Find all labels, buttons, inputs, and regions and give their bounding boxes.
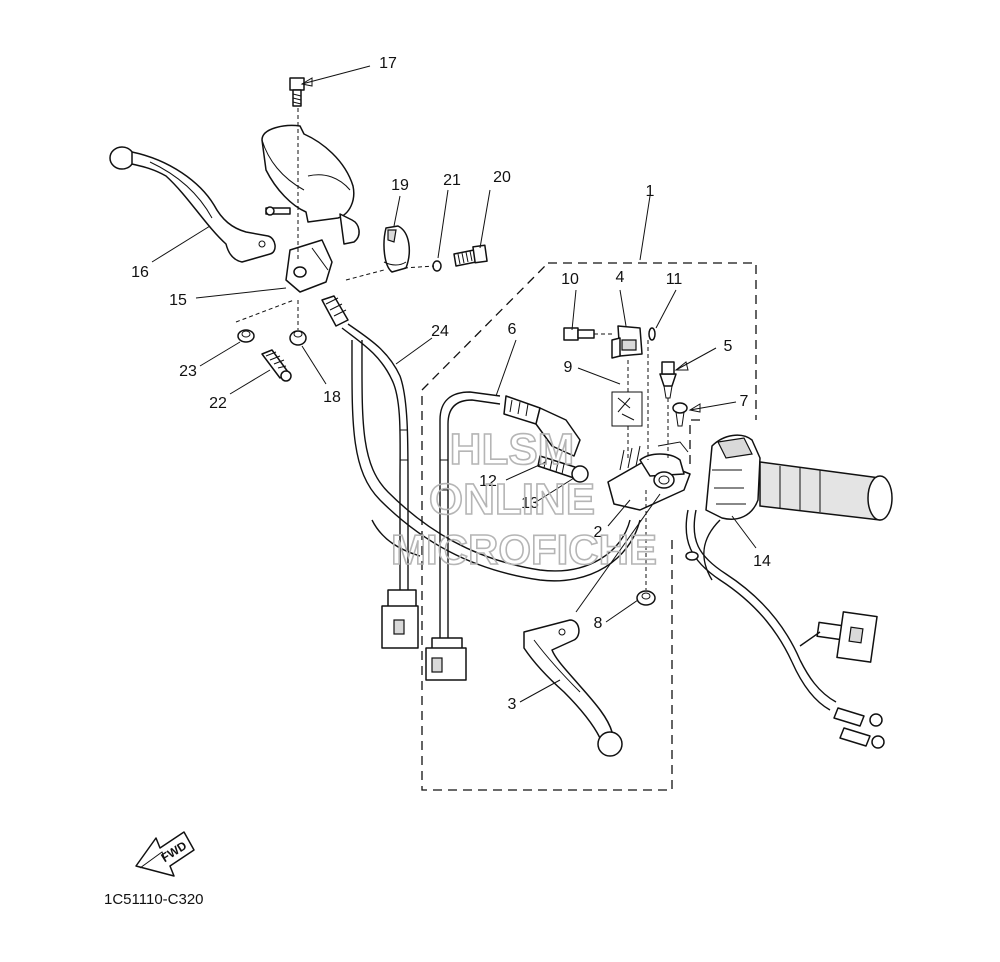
- master-cylinder-assembly: [261, 124, 360, 293]
- callout-7: 7: [740, 393, 749, 410]
- watermark: HLSM ONLINE MICROFICHE: [390, 424, 658, 574]
- callout-labels: 1 2 3 4 5 6 7 8 9 10 11 12 13 14 15 16 1…: [131, 55, 771, 713]
- nut-23: [237, 329, 255, 343]
- callout-1: 1: [646, 183, 655, 200]
- nut-18: [289, 330, 307, 346]
- callout-16: 16: [131, 264, 149, 281]
- front-brake-switch-cable: [321, 295, 419, 649]
- bolt-17: [289, 77, 305, 107]
- nut-8: [636, 590, 656, 606]
- fwd-direction-arrow: FWD: [135, 831, 195, 877]
- callout-3: 3: [508, 696, 517, 713]
- clutch-switch-cable: [425, 391, 581, 681]
- washer-11: [648, 327, 656, 341]
- spring-9: [611, 391, 643, 427]
- callout-8: 8: [594, 615, 603, 632]
- callout-10: 10: [561, 271, 579, 288]
- screw-7: [672, 402, 688, 427]
- callout-15: 15: [169, 292, 187, 309]
- watermark-line-2: ONLINE: [429, 475, 595, 524]
- bolt-10: [563, 327, 595, 341]
- callout-20: 20: [493, 169, 511, 186]
- bracket-4: [611, 325, 643, 359]
- brake-hose-outline: [351, 339, 641, 582]
- handlebar-switch-14: [685, 434, 893, 749]
- callout-12: 12: [479, 473, 497, 490]
- callout-6: 6: [508, 321, 517, 338]
- callout-2: 2: [594, 524, 603, 541]
- callout-19: 19: [391, 177, 409, 194]
- screw-22: [261, 349, 292, 382]
- callout-17: 17: [379, 55, 397, 72]
- callout-11: 11: [666, 271, 683, 288]
- callout-23: 23: [179, 363, 197, 380]
- callout-13: 13: [521, 495, 539, 512]
- clutch-lever-3: [523, 619, 623, 757]
- callout-5: 5: [724, 338, 733, 355]
- callout-21: 21: [443, 172, 461, 189]
- washer-21: [432, 260, 442, 272]
- holder-19: [383, 225, 411, 273]
- callout-22: 22: [209, 395, 227, 412]
- callout-9: 9: [564, 359, 573, 376]
- callout-18: 18: [323, 389, 341, 406]
- screw-5: [659, 361, 677, 399]
- assembly-boundary: [421, 262, 757, 791]
- drawing-code: 1C51110-C320: [104, 891, 204, 908]
- leader-lines: [151, 65, 757, 703]
- bolt-20: [453, 244, 488, 267]
- callout-24: 24: [431, 323, 449, 340]
- front-brake-lever: [109, 146, 276, 263]
- callout-4: 4: [616, 269, 625, 286]
- callout-14: 14: [753, 553, 771, 570]
- lever-holder-2: [607, 441, 691, 511]
- watermark-line-1: HLSM: [450, 425, 575, 474]
- watermark-line-3: MICROFICHE: [391, 526, 657, 573]
